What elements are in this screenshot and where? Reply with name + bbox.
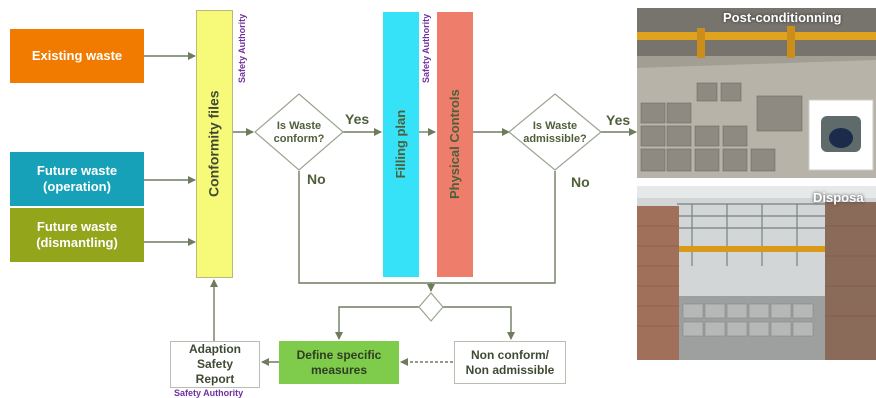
physical-controls-box: Physical Controls <box>437 12 473 277</box>
filling-plan-box: Filling plan <box>383 12 419 277</box>
conformity-files-box: Conformity files <box>196 10 233 278</box>
future-waste-dismantling-label: Future waste (dismantling) <box>36 218 118 250</box>
adaption-report-label: Adaption Safety Report <box>189 342 241 386</box>
arrow-split-to-measures <box>335 306 419 340</box>
no-label-admissible: No <box>571 174 590 190</box>
conformity-files-label: Conformity files <box>205 90 222 198</box>
non-conform-box: Non conform/ Non admissible <box>454 341 566 384</box>
yes-label-admissible: Yes <box>606 112 631 128</box>
no-admissible-path <box>431 171 556 284</box>
define-measures-box: Define specific measures <box>279 341 399 384</box>
decision-conform-diamond <box>254 93 344 171</box>
future-waste-dismantling-box: Future waste (dismantling) <box>10 208 144 262</box>
future-waste-operation-box: Future waste (operation) <box>10 152 144 206</box>
existing-waste-label: Existing waste <box>31 47 123 63</box>
safety-authority-label-conformity: Safety Authority <box>237 13 247 83</box>
no-label-conform: No <box>307 171 326 187</box>
existing-waste-box: Existing waste <box>10 29 144 83</box>
post-conditioning-caption: Post-conditionning <box>723 10 842 25</box>
disposal-illustration <box>637 186 876 360</box>
non-conform-label: Non conform/ Non admissible <box>465 347 555 377</box>
no-conform-path <box>298 171 431 284</box>
decision-conform-text: Is Waste conform? <box>273 120 325 146</box>
future-waste-operation-label: Future waste (operation) <box>36 162 118 194</box>
physical-controls-label: Physical Controls <box>446 89 462 200</box>
yes-label-conform: Yes <box>345 111 370 127</box>
safety-authority-label-filling: Safety Authority <box>421 13 431 83</box>
filling-plan-label: Filling plan <box>392 110 408 179</box>
merge-diamond <box>418 292 444 322</box>
decision-admissible-text: Is Waste admissible? <box>523 120 587 146</box>
disposal-caption: Disposa <box>813 190 864 205</box>
decision-admissible-diamond <box>508 93 602 171</box>
arrow-split-to-nonconform <box>443 306 515 340</box>
safety-authority-label-report: Safety Authority <box>174 388 244 398</box>
post-conditioning-photo: Post-conditionning <box>637 8 876 178</box>
disposal-photo: Disposa <box>637 186 876 360</box>
post-conditioning-illustration <box>637 8 876 178</box>
adaption-report-box: Adaption Safety Report <box>170 341 260 388</box>
define-measures-label: Define specific measures <box>296 347 382 377</box>
